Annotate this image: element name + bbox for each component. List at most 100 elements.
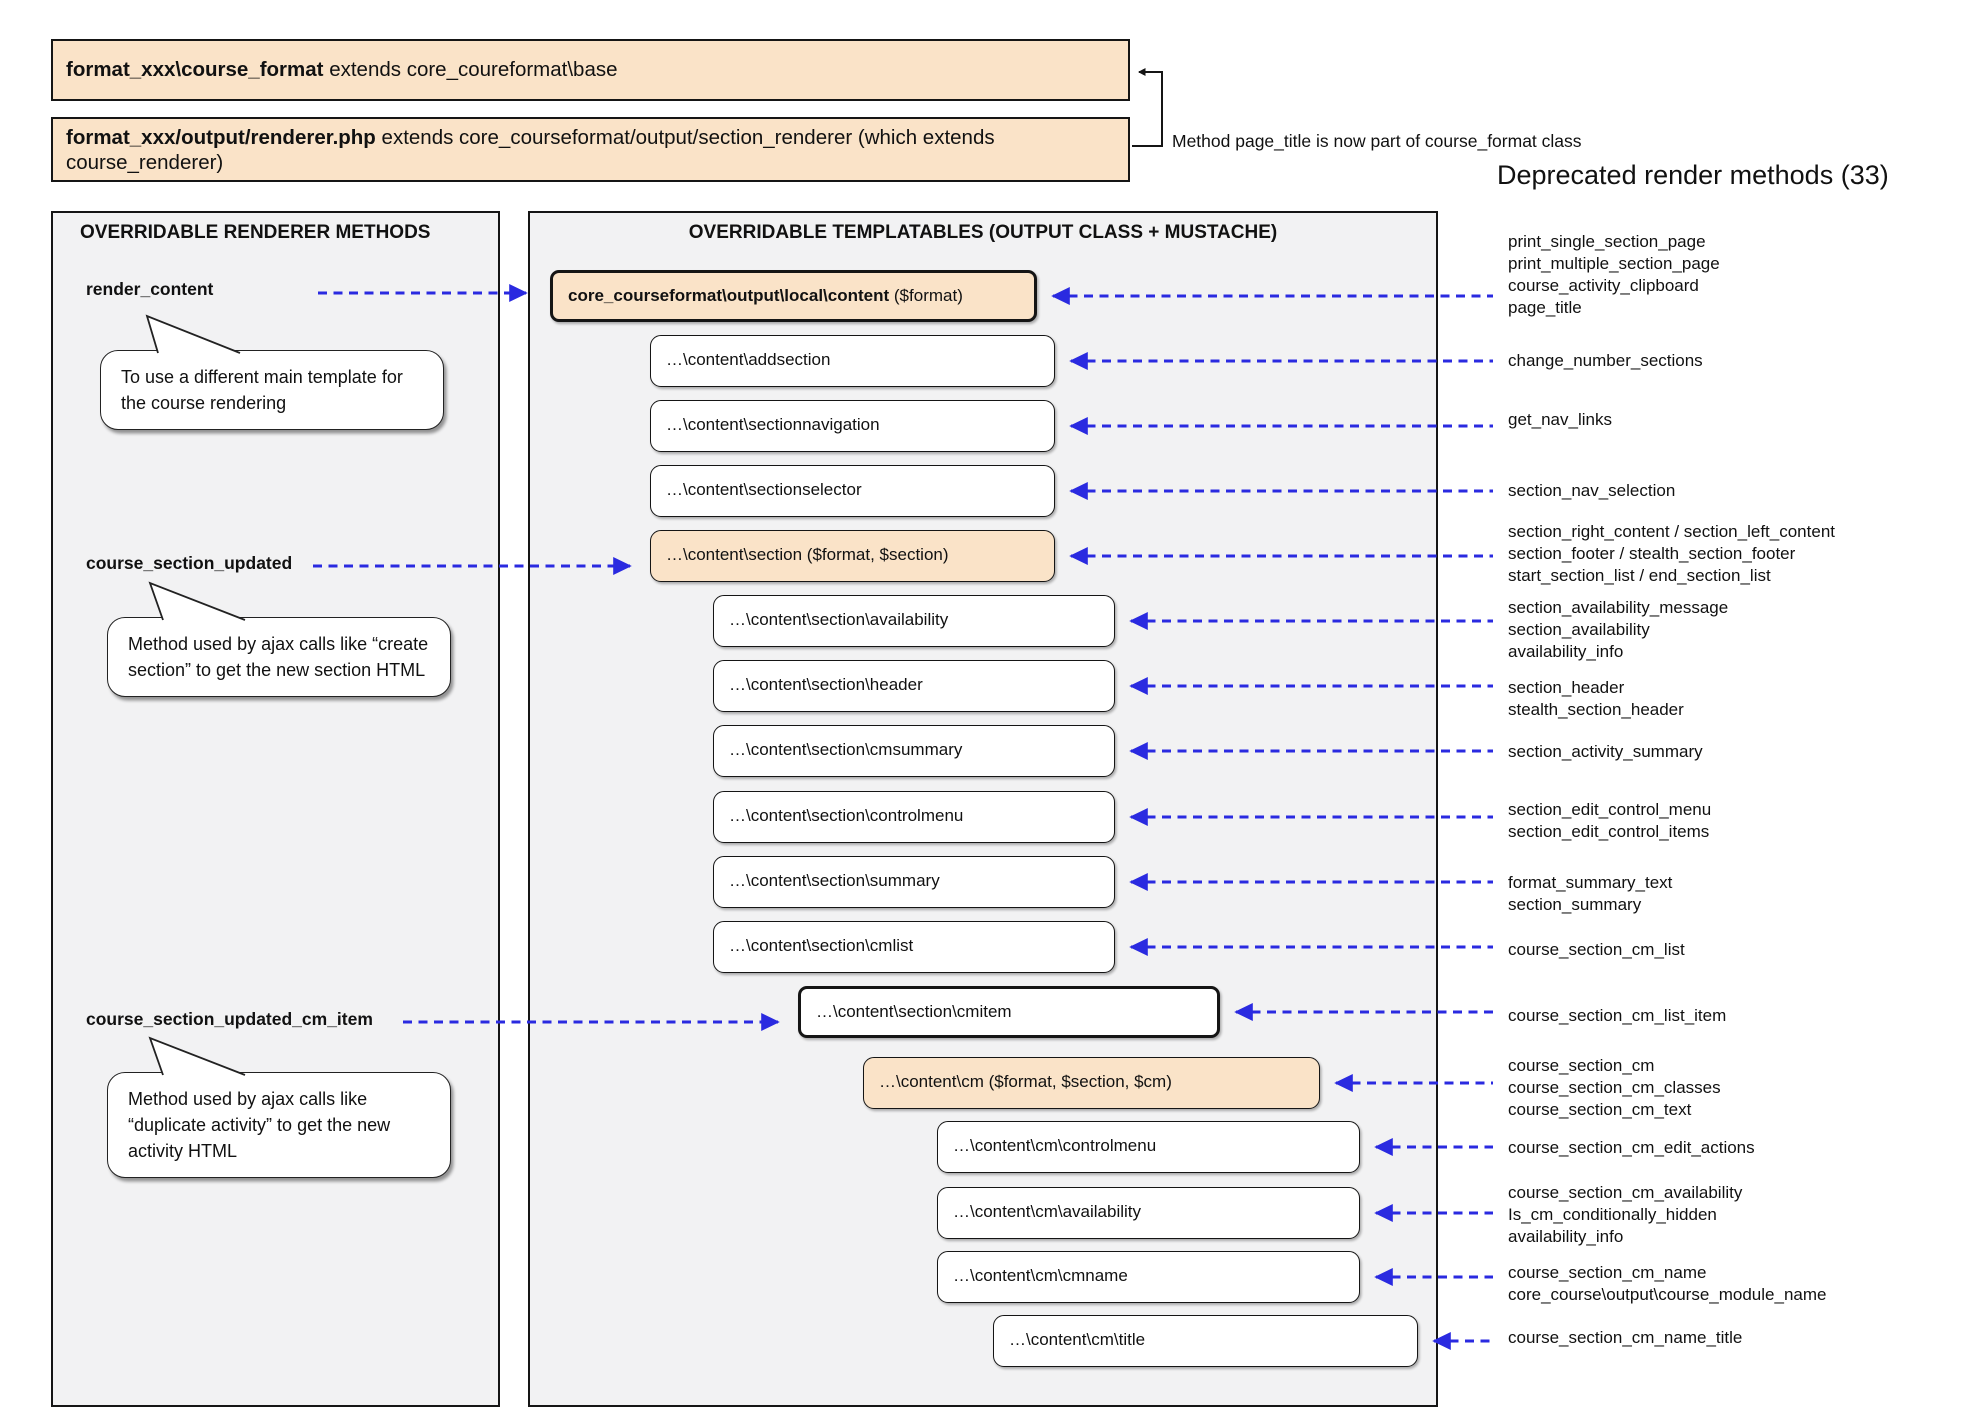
deprecated-method: Is_cm_conditionally_hidden <box>1508 1205 1717 1224</box>
class-name-rest: extends core_coureformat\base <box>323 58 618 81</box>
deprecated-method: course_section_cm_list <box>1508 940 1685 959</box>
deprecated-group-cm-availability: course_section_cm_availability Is_cm_con… <box>1508 1182 1742 1248</box>
callout-render-content: To use a different main template for the… <box>100 350 444 430</box>
templatable-label: …\content\sectionselector <box>666 480 862 499</box>
method-course-section-updated: course_section_updated <box>86 553 293 573</box>
deprecated-group-cm-title: course_section_cm_name_title <box>1508 1327 1742 1349</box>
templatable-label: …\content\section\header <box>729 675 923 694</box>
top-bracket-connector <box>1132 68 1163 147</box>
templatables-panel-title: OVERRIDABLE TEMPLATABLES (OUTPUT CLASS +… <box>688 222 1278 243</box>
deprecated-group-section: section_right_content / section_left_con… <box>1508 521 1835 587</box>
templatable-box-cm-availability: …\content\cm\availability <box>937 1187 1360 1239</box>
templatable-box-sectionselector: …\content\sectionselector <box>650 465 1055 517</box>
templatable-label-bold: core_courseformat\output\local\content <box>568 286 890 305</box>
templatable-box-addsection: …\content\addsection <box>650 335 1055 387</box>
deprecated-method: section_footer / stealth_section_footer <box>1508 544 1796 563</box>
deprecated-group-section-summary: format_summary_text section_summary <box>1508 872 1672 916</box>
templatable-box-section-cmitem: …\content\section\cmitem <box>798 986 1220 1038</box>
templatable-label: …\content\addsection <box>666 350 831 369</box>
deprecated-group-sectionnavigation: get_nav_links <box>1508 409 1612 431</box>
templatable-box-section: …\content\section ($format, $section) <box>650 530 1055 582</box>
deprecated-method: format_summary_text <box>1508 873 1673 892</box>
deprecated-method: availability_info <box>1508 1227 1624 1246</box>
method-render-content: render_content <box>86 279 214 299</box>
renderer-methods-panel-title: OVERRIDABLE RENDERER METHODS <box>80 222 431 243</box>
templatable-label: …\content\section ($format, $section) <box>666 545 949 564</box>
deprecated-group-cm-cmname: course_section_cm_name core_course\outpu… <box>1508 1262 1826 1306</box>
callout-course-section-updated: Method used by ajax calls like “create s… <box>107 617 451 697</box>
deprecated-group-content: print_single_section_page print_multiple… <box>1508 231 1720 319</box>
method-course-section-updated-cm-item: course_section_updated_cm_item <box>86 1009 373 1029</box>
deprecated-method: course_section_cm_availability <box>1508 1183 1743 1202</box>
templatable-label: …\content\cm\availability <box>953 1202 1142 1221</box>
deprecated-method: section_nav_selection <box>1508 481 1676 500</box>
templatable-label: …\content\section\cmitem <box>816 1002 1012 1021</box>
bracket-note: Method page_title is now part of course_… <box>1172 131 1582 151</box>
deprecated-method: section_edit_control_items <box>1508 822 1710 841</box>
class-name-bold: format_xxx/output/renderer.php <box>66 126 376 149</box>
deprecated-method: start_section_list / end_section_list <box>1508 566 1771 585</box>
templatable-box-cm-controlmenu: …\content\cm\controlmenu <box>937 1121 1360 1173</box>
templatable-label: …\content\section\cmsummary <box>729 740 963 759</box>
class-box-course-format: format_xxx\course_format extends core_co… <box>51 39 1130 101</box>
templatable-box-sectionnavigation: …\content\sectionnavigation <box>650 400 1055 452</box>
templatable-label: …\content\section\controlmenu <box>729 806 964 825</box>
deprecated-method: course_section_cm <box>1508 1056 1655 1075</box>
deprecated-group-section-cmitem: course_section_cm_list_item <box>1508 1005 1726 1027</box>
deprecated-methods-title: Deprecated render methods (33) <box>1497 160 1889 190</box>
deprecated-method: course_section_cm_classes <box>1508 1078 1721 1097</box>
class-name-rest: extends core_courseformat/output/section… <box>66 126 995 174</box>
class-name-bold: format_xxx\course_format <box>66 58 324 81</box>
deprecated-group-section-controlmenu: section_edit_control_menu section_edit_c… <box>1508 799 1711 843</box>
deprecated-group-cm: course_section_cm course_section_cm_clas… <box>1508 1055 1721 1121</box>
deprecated-group-section-availability: section_availability_message section_ava… <box>1508 597 1728 663</box>
templatable-box-section-summary: …\content\section\summary <box>713 856 1115 908</box>
deprecated-method: print_single_section_page <box>1508 232 1706 251</box>
templatable-box-cm-cmname: …\content\cm\cmname <box>937 1251 1360 1303</box>
templatable-box-section-cmsummary: …\content\section\cmsummary <box>713 725 1115 777</box>
deprecated-method: section_availability <box>1508 620 1650 639</box>
deprecated-method: course_section_cm_name <box>1508 1263 1707 1282</box>
deprecated-group-section-header: section_header stealth_section_header <box>1508 677 1684 721</box>
templatable-box-content: core_courseformat\output\local\content (… <box>550 270 1037 322</box>
deprecated-method: course_section_cm_text <box>1508 1100 1692 1119</box>
callout-text: Method used by ajax calls like “create s… <box>128 634 429 680</box>
templatable-label-rest: ($format) <box>889 286 963 305</box>
deprecated-method: course_activity_clipboard <box>1508 276 1699 295</box>
deprecated-method: section_availability_message <box>1508 598 1729 617</box>
deprecated-method: print_multiple_section_page <box>1508 254 1720 273</box>
templatable-label: …\content\section\cmlist <box>729 936 914 955</box>
deprecated-method: section_summary <box>1508 895 1642 914</box>
deprecated-group-addsection: change_number_sections <box>1508 350 1703 372</box>
deprecated-method: get_nav_links <box>1508 410 1612 429</box>
deprecated-method: change_number_sections <box>1508 351 1703 370</box>
deprecated-method: availability_info <box>1508 642 1624 661</box>
deprecated-method: section_edit_control_menu <box>1508 800 1712 819</box>
deprecated-method: course_section_cm_edit_actions <box>1508 1138 1755 1157</box>
templatable-box-section-availability: …\content\section\availability <box>713 595 1115 647</box>
deprecated-method: course_section_cm_list_item <box>1508 1006 1727 1025</box>
templatable-label: …\content\cm\controlmenu <box>953 1136 1157 1155</box>
templatable-box-section-cmlist: …\content\section\cmlist <box>713 921 1115 973</box>
deprecated-method: core_course\output\course_module_name <box>1508 1285 1827 1304</box>
deprecated-method: section_right_content / section_left_con… <box>1508 522 1835 541</box>
templatable-label: …\content\sectionnavigation <box>666 415 880 434</box>
templatable-label: …\content\cm\title <box>1009 1330 1146 1349</box>
deprecated-group-cm-controlmenu: course_section_cm_edit_actions <box>1508 1137 1755 1159</box>
deprecated-method: page_title <box>1508 298 1582 317</box>
callout-text: Method used by ajax calls like “duplicat… <box>128 1089 391 1161</box>
deprecated-group-section-cmsummary: section_activity_summary <box>1508 741 1703 763</box>
templatable-label: …\content\cm\cmname <box>953 1266 1128 1285</box>
deprecated-method: course_section_cm_name_title <box>1508 1328 1743 1347</box>
templatable-label: …\content\section\availability <box>729 610 949 629</box>
templatable-box-cm: …\content\cm ($format, $section, $cm) <box>863 1057 1320 1109</box>
templatable-box-section-controlmenu: …\content\section\controlmenu <box>713 791 1115 843</box>
templatable-label: …\content\cm ($format, $section, $cm) <box>879 1072 1172 1091</box>
deprecated-method: stealth_section_header <box>1508 700 1684 719</box>
deprecated-method: section_activity_summary <box>1508 742 1703 761</box>
callout-course-section-updated-cm-item: Method used by ajax calls like “duplicat… <box>107 1072 451 1178</box>
class-box-renderer: format_xxx/output/renderer.php extends c… <box>51 117 1130 182</box>
deprecated-method: section_header <box>1508 678 1625 697</box>
templatable-box-section-header: …\content\section\header <box>713 660 1115 712</box>
